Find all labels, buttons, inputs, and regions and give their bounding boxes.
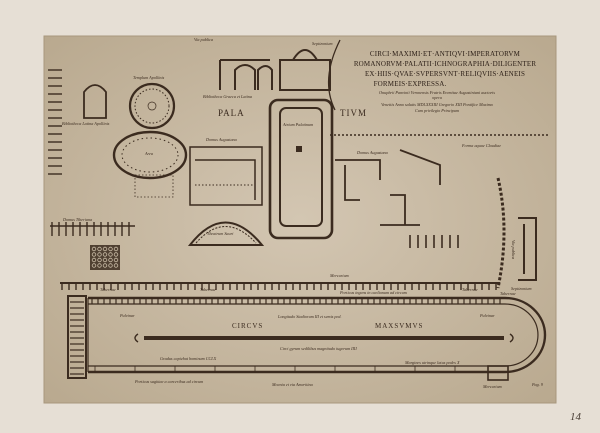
palatine-plan xyxy=(48,39,550,290)
label-septizonium: Septizonium xyxy=(511,286,531,291)
pavement-ring xyxy=(108,263,113,268)
label-templum-apollinis: Templum Apollinis xyxy=(133,75,165,80)
label-tabernae-4: Tabernae xyxy=(500,291,516,296)
pavement-ring xyxy=(97,263,102,268)
pavement-ring xyxy=(113,252,119,257)
label-pulvinar-left: Pulvinar xyxy=(119,313,135,318)
label-atrium-palatinum: Atrium Palatinum xyxy=(282,122,313,127)
imprint-line: Venetiis Anno salutis MDLXXXIII Gregorio… xyxy=(381,102,493,107)
map-labels: PALA TIVM Via publica Septizonium Templu… xyxy=(62,37,582,423)
label-longitudo: Longitudo Stadiorum III et semis ped. xyxy=(277,314,342,319)
label-forma-aquae: Forma aquae Claudiae xyxy=(461,143,501,148)
label-bibliotheca-latina: Bibliotheca Latina Apollinis xyxy=(62,121,110,126)
pavement-ring xyxy=(97,257,102,263)
handwritten-number: 14 xyxy=(570,411,582,423)
title-line-2: ROMANORVM·PALATII·ICHNOGRAPHIA·DILIGENTE… xyxy=(354,60,537,68)
pavement-ring xyxy=(91,263,97,268)
label-maximus: MAXSVMVS xyxy=(375,322,423,330)
pavement-pattern xyxy=(91,246,119,268)
label-gradus: Gradus capiebat hominum CCLX xyxy=(160,356,217,361)
label-area: Area xyxy=(144,151,153,156)
label-domus-augustana: Domus Augustana xyxy=(205,137,237,142)
pavement-ring xyxy=(113,246,119,252)
circus-maximus xyxy=(67,295,547,381)
author-line-2: opera xyxy=(432,95,442,100)
label-via-publica-top: Via publica xyxy=(194,37,213,42)
label-pulvinar-right: Pulvinar xyxy=(479,313,495,318)
label-porticus: Porticus ingens in caelianum ad circum xyxy=(339,290,407,295)
label-bibliotheca-graeca: Bibliotheca Graeca et Latina xyxy=(203,94,252,99)
title-line-3: EX·HIIS·QVAE·SVPERSVNT·RELIQVIIS·AENEIS xyxy=(365,70,525,78)
label-septizonium-top: Septizonium xyxy=(312,41,332,46)
label-moenia: Moenia et via Ameritina xyxy=(271,382,313,387)
label-tium: TIVM xyxy=(340,108,367,118)
label-mercurium-bottom: Mercurium xyxy=(482,384,502,389)
title-line-4: FORMEIS·EXPRESSA. xyxy=(374,80,447,88)
seating-arches xyxy=(70,298,501,375)
label-domus-tiberiana: Domus Tiberiana xyxy=(62,217,92,222)
title-block: CIRCI·MAXIMI·ET·ANTIQVI·IMPERATORVM ROMA… xyxy=(354,50,537,113)
label-via-publica-right: Via publica xyxy=(511,240,516,259)
pavement-ring xyxy=(91,252,97,257)
pavement-ring xyxy=(102,257,108,263)
pavement-ring xyxy=(108,246,113,252)
pavement-ring xyxy=(91,257,97,263)
label-pala: PALA xyxy=(218,108,245,118)
pavement-ring xyxy=(97,252,102,257)
pavement-ring xyxy=(102,252,108,257)
plate-area xyxy=(43,35,557,404)
page-number: Pag. 9 xyxy=(531,382,544,387)
pavement-ring xyxy=(108,252,113,257)
pavement-ring xyxy=(113,257,119,263)
label-tabernae-2: Tabernae xyxy=(200,287,216,292)
label-domus-augustana-2: Domus Augustana xyxy=(356,150,388,155)
title-line-1: CIRCI·MAXIMI·ET·ANTIQVI·IMPERATORVM xyxy=(370,50,521,58)
author-line: Onuphrii Panvinii Veronensis Fratris Ere… xyxy=(379,90,495,95)
privilege-line: Cum privilegio Principum xyxy=(415,108,459,113)
colonnades xyxy=(48,69,500,290)
pavement-ring xyxy=(113,263,119,268)
label-circus: CIRCVS xyxy=(232,322,263,330)
pavement-ring xyxy=(102,263,108,268)
pavement-ring xyxy=(108,257,113,263)
label-mercurium: Mercurium xyxy=(329,273,349,278)
label-porticus-bottom: Porticus sagittae a carceribus ad circum xyxy=(134,379,203,384)
label-tabernae-1: Tabernae xyxy=(100,287,116,292)
pavement-ring xyxy=(97,246,102,252)
pavement-ring xyxy=(102,246,108,252)
label-theatrum: Theatrum Sauri xyxy=(207,231,234,236)
label-tabernae-3: Tabernae xyxy=(462,287,478,292)
label-iugerum: Circi gyrum sedilibus magnitudo iugerum … xyxy=(280,346,357,351)
pavement-ring xyxy=(91,246,97,252)
label-margines: Margines utrinque latus pedes X xyxy=(404,360,460,365)
